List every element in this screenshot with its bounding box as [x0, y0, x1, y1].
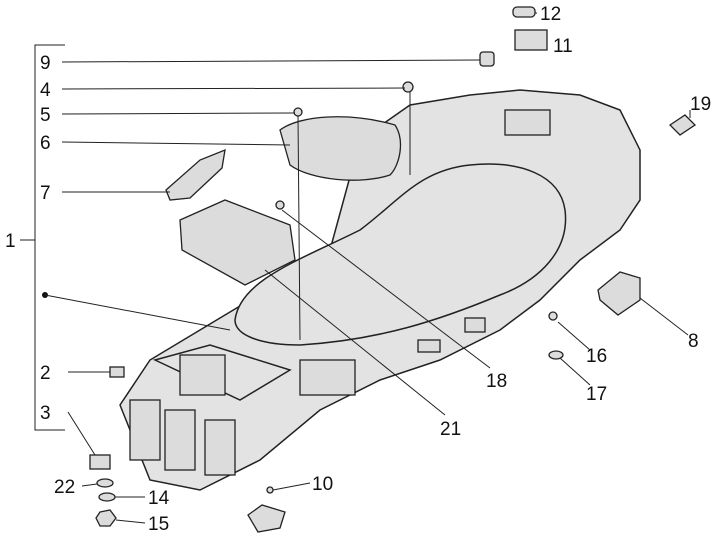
label-10: 10 [312, 474, 333, 495]
label-5: 5 [40, 105, 51, 126]
part-14 [98, 492, 116, 502]
label-2: 2 [40, 363, 51, 384]
label-6: 6 [40, 133, 51, 154]
part-9 [479, 51, 495, 67]
label-19: 19 [690, 94, 711, 115]
part-4 [402, 81, 414, 93]
label-18: 18 [486, 371, 507, 392]
label-9: 9 [40, 53, 51, 74]
part-15 [95, 509, 117, 527]
label-15: 15 [148, 514, 169, 535]
part-18-screw [275, 200, 285, 210]
part-19 [668, 114, 697, 136]
part-7 [165, 148, 226, 201]
label-11: 11 [553, 36, 573, 57]
label-1: 1 [5, 231, 16, 252]
part-12 [512, 6, 536, 18]
part-3 [89, 454, 111, 470]
leader-lines [61, 12, 691, 524]
label-17: 17 [586, 384, 607, 405]
label-22: 22 [54, 477, 75, 498]
label-7: 7 [40, 183, 51, 204]
label-3: 3 [40, 403, 51, 424]
label-16: 16 [586, 346, 607, 367]
part-8 [597, 271, 641, 316]
helmet-compartment-body [119, 89, 641, 491]
part-11 [514, 29, 548, 51]
label-14: 14 [148, 488, 170, 509]
label-8: 8 [688, 331, 699, 352]
part-21-box [179, 199, 296, 286]
part-10-bracket [247, 504, 286, 533]
part-6 [279, 116, 402, 181]
label-12: 12 [540, 4, 561, 25]
part-5 [293, 107, 303, 117]
part-17 [548, 350, 564, 360]
label-21: 21 [440, 419, 461, 440]
group-bracket [20, 44, 231, 431]
part-10-screw [266, 486, 274, 494]
part-16 [548, 311, 558, 321]
part-22 [96, 478, 114, 488]
part-2 [109, 366, 125, 378]
label-4: 4 [40, 80, 51, 101]
